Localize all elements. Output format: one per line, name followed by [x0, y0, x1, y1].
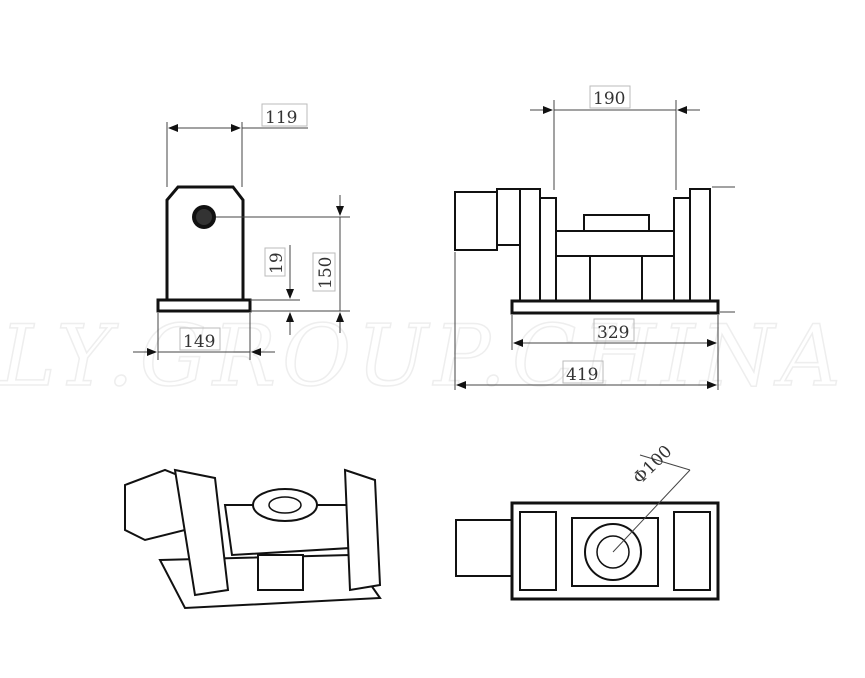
top-view: Φ100 [455, 442, 720, 601]
isometric-view [124, 468, 382, 610]
watermark: LY.GROUP.CHINA [0, 307, 847, 405]
side-view: 190 329 419 [454, 85, 735, 390]
front-view: 119 19 150 149 [133, 103, 350, 360]
dim-119: 119 [265, 108, 297, 128]
dim-19: 19 [267, 252, 287, 274]
dim-419: 419 [566, 365, 598, 385]
dim-149: 149 [183, 332, 215, 352]
dim-329: 329 [597, 323, 629, 343]
dim-diameter-100: Φ100 [629, 442, 676, 489]
dim-190: 190 [593, 89, 625, 109]
dim-150: 150 [316, 257, 336, 289]
